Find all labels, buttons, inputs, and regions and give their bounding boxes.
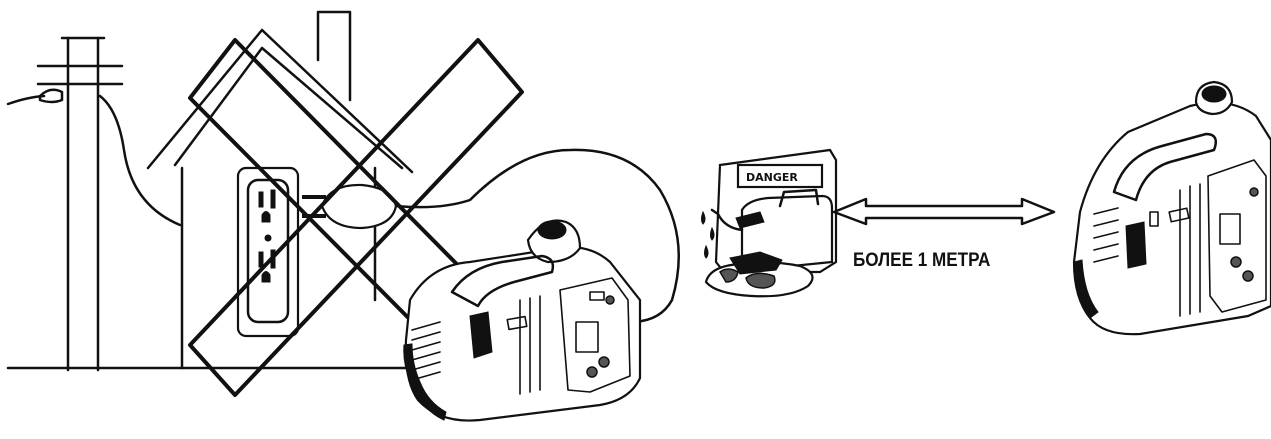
wall-outlet [236,166,300,338]
fuel-can: DANGER [701,148,838,298]
generator-right [1072,80,1271,336]
utility-pole [6,36,182,372]
distance-label: БОЛЕЕ 1 МЕТРА [853,250,991,271]
danger-sign: DANGER [746,171,798,184]
generator-left [403,219,642,422]
distance-arrow [832,197,1056,226]
